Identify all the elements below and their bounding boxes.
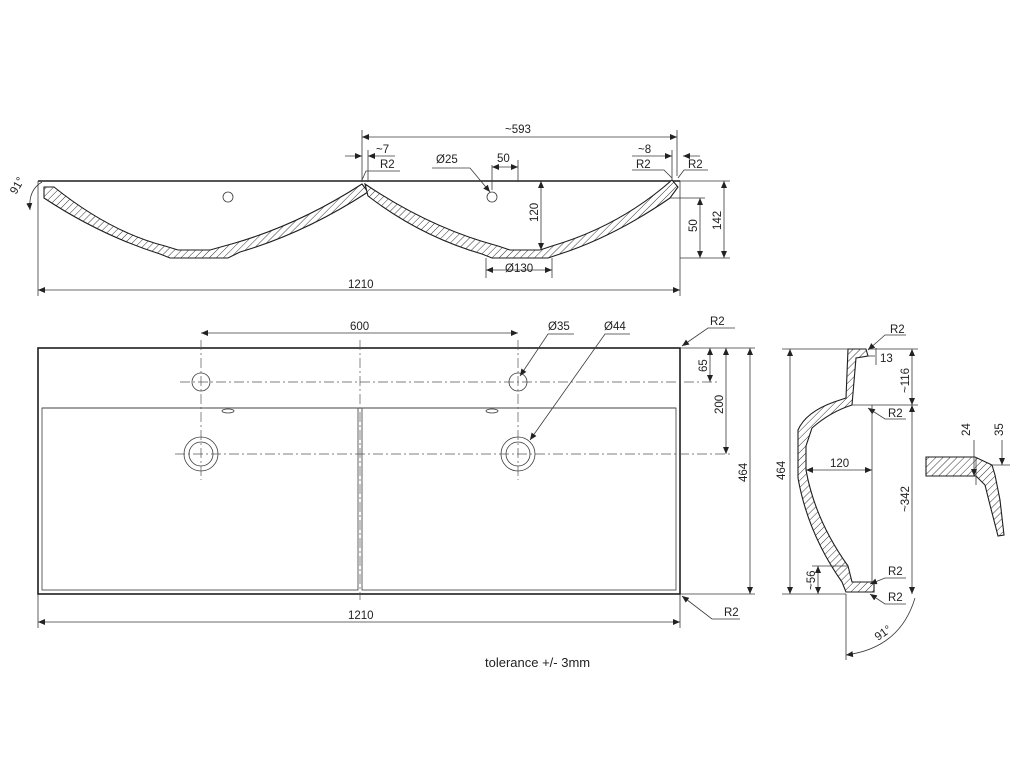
edge-height-label: 24 [961,423,973,436]
hole-small-label: Ø35 [548,321,570,333]
side-section-view: 464 R2 13 ~116 R2 120 ~342 R2 ~56 R2 91° [776,324,918,660]
plan-depth-label: 464 [738,462,750,482]
side-drain-height-label: ~56 [806,570,818,590]
left-bowl [41,407,359,591]
edge-detail-view: 24 35 [925,423,1010,537]
side-lower-depth-label: ~342 [900,486,912,512]
side-radius-base-label: R2 [888,592,903,604]
side-radius-low-label: R2 [888,566,903,578]
total-height-label: 142 [712,211,724,230]
tap-hole-right [486,191,498,203]
basin-spacing-label: ~593 [505,124,531,136]
right-offset-label: ~8 [638,144,651,156]
right-bowl [361,407,677,591]
side-rim-label: 13 [880,353,893,365]
side-bowl-depth-label: 120 [830,458,849,470]
tolerance-note: tolerance +/- 3mm [485,655,590,670]
side-radius-top-label: R2 [890,324,905,336]
drain-offset-label: 200 [714,395,726,414]
drain-dia-label: Ø130 [505,263,533,275]
radius-left-label: R2 [380,159,395,171]
left-offset-label: ~7 [376,144,389,156]
plan-radius-top-label: R2 [710,316,725,328]
tap-spacing-label: 600 [350,321,369,333]
top-angle-label: 91° [8,175,27,196]
side-total-depth-label: 464 [776,460,788,480]
tap-hole-left [222,191,234,203]
tap-hole-label: Ø25 [436,154,458,166]
plan-width-label: 1210 [348,610,374,622]
side-profile-section [797,348,875,593]
radius-mid-label: R2 [636,159,651,171]
overflow-left [221,408,235,414]
tap-row-offset-label: 65 [698,359,710,372]
rim-height-label: 50 [688,219,700,232]
side-upper-depth-label: ~116 [900,368,912,393]
hole-large-label: Ø44 [604,321,626,333]
edge-detail-section [925,456,1005,537]
side-radius-mid-label: R2 [888,408,903,420]
overflow-right [485,408,499,414]
overall-height-label: 35 [994,423,1006,436]
tap-offset-label: 50 [497,153,510,165]
basin-depth-label: 120 [529,203,541,222]
top-width-label: 1210 [348,279,374,291]
top-section-view: Ø130 1210 ~593 ~7 R2 ~8 R2 R2 Ø25 [8,124,730,296]
vanity-outline [37,347,681,595]
plan-view: 600 Ø35 Ø44 R2 65 200 464 1210 R2 [37,316,755,628]
left-basin-section [43,183,369,259]
side-angle-label: 91° [873,624,894,644]
right-basin-section [364,179,679,259]
radius-right-label: R2 [688,159,703,171]
plan-radius-bottom-label: R2 [724,607,739,619]
